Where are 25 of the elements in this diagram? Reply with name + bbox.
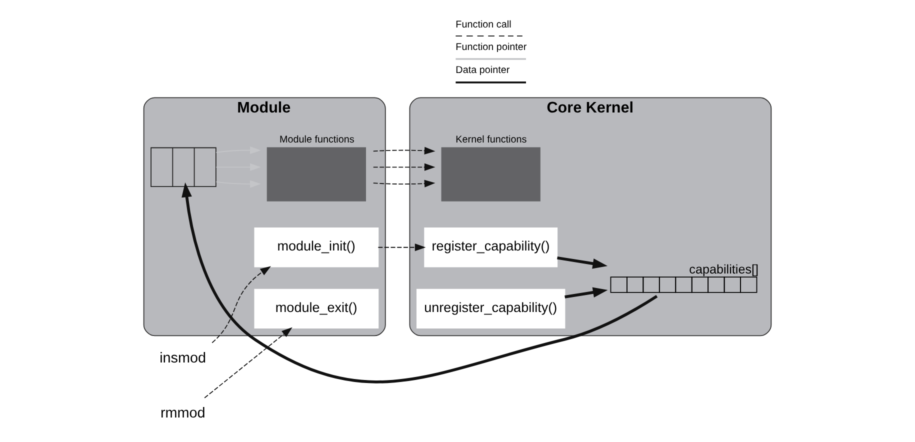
node-text: rmmod [160, 406, 206, 422]
node-box [441, 147, 540, 202]
node-box: module_init() [254, 228, 379, 268]
arrow [216, 146, 261, 154]
arrow [204, 327, 292, 398]
node-box: unregister_capability() [416, 288, 566, 328]
arrow [378, 244, 426, 252]
arrow [372, 146, 436, 154]
arrow [372, 163, 436, 171]
arrow [216, 163, 261, 171]
node-label: Kernel functions [456, 134, 527, 146]
legend-label: Function call [456, 19, 512, 30]
node-label: Module functions [279, 134, 354, 146]
arrow [182, 182, 658, 384]
legend-label: Function pointer [456, 42, 527, 53]
arrow [372, 180, 436, 188]
arrow [557, 256, 608, 269]
legend-label: Data pointer [456, 65, 510, 76]
node-box [266, 147, 366, 202]
node-box: module_exit() [254, 288, 379, 328]
arrow [216, 180, 261, 188]
node-box: register_capability() [424, 228, 558, 268]
arrow [564, 287, 608, 298]
node-text: insmod [160, 350, 206, 367]
node-label: capabilities[] [689, 262, 759, 277]
